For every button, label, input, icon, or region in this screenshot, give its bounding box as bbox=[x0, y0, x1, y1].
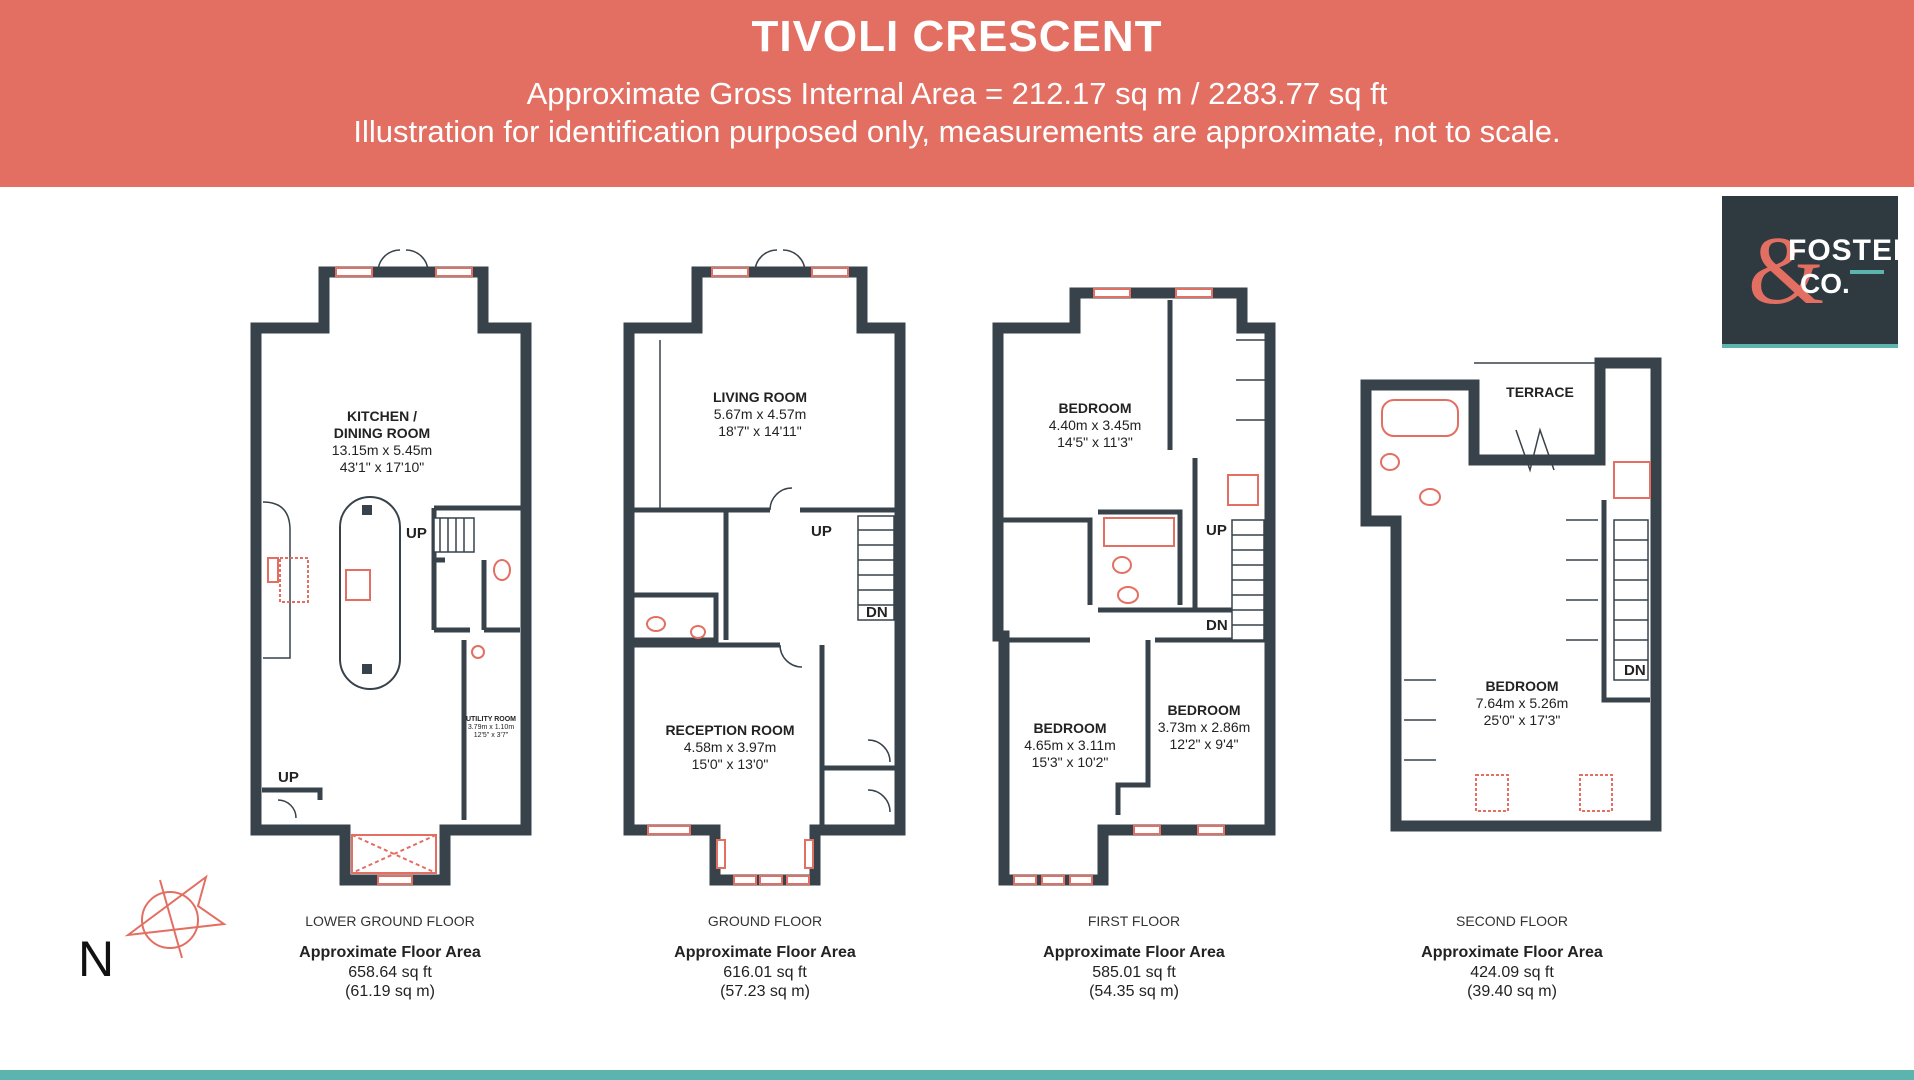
area-sqft-first: 585.01 sq ft bbox=[1092, 964, 1176, 981]
room-utility: UTILITY ROOM 3.79m x 1.10m 12'5" x 3'7" bbox=[465, 716, 517, 739]
area-heading: Approximate Floor Area bbox=[1043, 944, 1225, 961]
floor-name-second: SECOND FLOOR bbox=[1455, 913, 1568, 929]
stair-down-marker: DN bbox=[866, 604, 888, 621]
stair-up-marker: UP bbox=[406, 525, 427, 542]
logo-accent-bar bbox=[1850, 270, 1884, 274]
floor-name-lower-ground: LOWER GROUND FLOOR bbox=[305, 913, 475, 929]
area-sqft-ground: 616.01 sq ft bbox=[723, 964, 807, 981]
footer-accent-bar bbox=[0, 1070, 1914, 1080]
area-sqm-ground: (57.23 sq m) bbox=[720, 983, 810, 1000]
logo-word-foster: FOSTER bbox=[1788, 234, 1914, 267]
area-heading: Approximate Floor Area bbox=[1421, 944, 1603, 961]
area-heading: Approximate Floor Area bbox=[299, 944, 481, 961]
stair-down-marker: DN bbox=[1624, 662, 1646, 679]
stair-up-marker: UP bbox=[278, 769, 299, 786]
stair-up-marker: UP bbox=[811, 523, 832, 540]
room-terrace: TERRACE bbox=[1506, 384, 1574, 400]
room-bedroom-first-rear: BEDROOM 4.40m x 3.45m 14'5" x 11'3" bbox=[1048, 400, 1142, 450]
ground-floor-plan bbox=[623, 249, 906, 886]
area-sqm-lower-ground: (61.19 sq m) bbox=[345, 983, 435, 1000]
room-bedroom-second: BEDROOM 7.64m x 5.26m 25'0" x 17'3" bbox=[1475, 678, 1569, 728]
first-floor-plan bbox=[992, 287, 1276, 886]
lower-ground-floor-plan bbox=[250, 249, 532, 886]
area-sqm-second: (39.40 sq m) bbox=[1467, 983, 1557, 1000]
area-sqft-lower-ground: 658.64 sq ft bbox=[348, 964, 432, 981]
header-banner: TIVOLI CRESCENT Approximate Gross Intern… bbox=[0, 0, 1914, 187]
room-kitchen-dining: KITCHEN / DINING ROOM 13.15m x 5.45m 43'… bbox=[331, 408, 433, 475]
room-reception: RECEPTION ROOM 4.58m x 3.97m 15'0" x 13'… bbox=[665, 722, 795, 772]
foster-co-logo: & FOSTER CO. bbox=[1722, 196, 1914, 348]
stair-up-marker: UP bbox=[1206, 522, 1227, 539]
compass-icon bbox=[124, 874, 227, 959]
gross-area-line: Approximate Gross Internal Area = 212.17… bbox=[526, 76, 1388, 111]
room-bedroom-first-small: BEDROOM 3.73m x 2.86m 12'2" x 9'4" bbox=[1157, 702, 1251, 752]
area-sqft-second: 424.09 sq ft bbox=[1470, 964, 1554, 981]
second-floor-plan bbox=[1360, 357, 1662, 832]
logo-ampersand: & bbox=[1748, 217, 1825, 325]
stair-down-marker: DN bbox=[1206, 617, 1228, 634]
room-bedroom-first-front: BEDROOM 4.65m x 3.11m 15'3" x 10'2" bbox=[1024, 720, 1116, 770]
page-title: TIVOLI CRESCENT bbox=[751, 12, 1163, 61]
floor-name-ground: GROUND FLOOR bbox=[707, 913, 823, 929]
logo-word-co: CO. bbox=[1800, 268, 1850, 299]
area-heading: Approximate Floor Area bbox=[674, 944, 856, 961]
disclaimer-line: Illustration for identification purposed… bbox=[353, 114, 1561, 149]
north-indicator-label: N bbox=[78, 931, 115, 987]
area-sqm-first: (54.35 sq m) bbox=[1089, 983, 1179, 1000]
floor-name-first: FIRST FLOOR bbox=[1087, 913, 1181, 929]
room-living: LIVING ROOM 5.67m x 4.57m 18'7" x 14'11" bbox=[712, 389, 808, 439]
